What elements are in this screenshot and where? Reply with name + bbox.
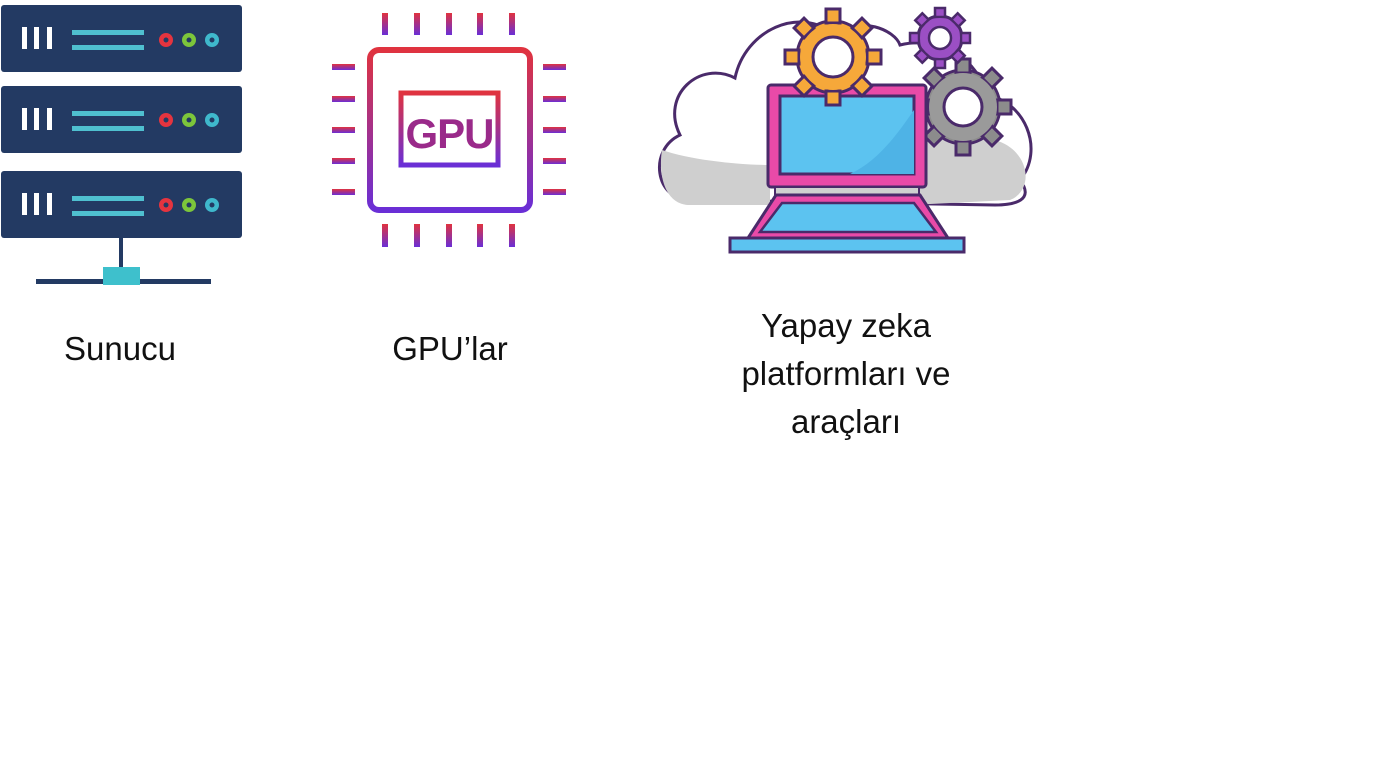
ai-platforms-label: Yapay zeka platformları ve araçları bbox=[696, 302, 996, 446]
gpu-label: GPU’lar bbox=[392, 330, 508, 367]
ai-platforms-label-line-2: platformları ve bbox=[741, 355, 951, 392]
ai-platforms-label-line-3: araçları bbox=[790, 403, 902, 440]
gpu-chip-icon: GPU bbox=[332, 13, 566, 247]
cloud-laptop-gears-icon bbox=[658, 6, 1033, 254]
gpu-chip-text: GPU bbox=[405, 110, 493, 157]
server-item: Sunucu bbox=[0, 0, 250, 367]
server-label: Sunucu bbox=[64, 330, 176, 367]
server-rack-icon bbox=[1, 5, 242, 285]
ai-platforms-item: Yapay zeka platformları ve araçları bbox=[650, 0, 1050, 450]
ai-platforms-label-line-1: Yapay zeka bbox=[761, 307, 931, 344]
gpu-item: GPU GPU’lar bbox=[320, 0, 580, 380]
